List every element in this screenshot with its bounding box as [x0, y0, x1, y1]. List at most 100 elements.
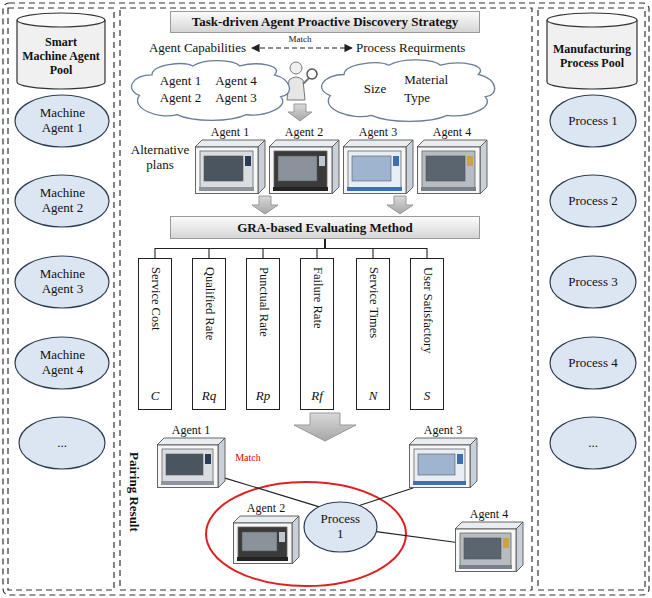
cube-front	[418, 147, 481, 194]
requirement-cloud-outline	[320, 56, 492, 122]
connector	[209, 239, 325, 258]
node-label: Machine Agent 3	[30, 267, 94, 297]
agent-label: Agent 3	[343, 124, 413, 140]
cube-front	[196, 147, 259, 194]
cube-front	[410, 445, 471, 488]
agent-cube: Agent 4	[417, 124, 487, 194]
agent-cube: Agent 2	[269, 124, 339, 194]
machine-panel	[393, 156, 399, 166]
process-ellipse: Process 1	[549, 94, 637, 148]
cylinder-top	[547, 13, 637, 27]
node-label: Type	[404, 91, 448, 105]
label-holder: Alternative plans	[124, 142, 196, 172]
cloud-outline	[322, 60, 495, 122]
connector	[325, 239, 427, 258]
cube-front	[344, 147, 407, 194]
connector	[263, 239, 325, 258]
strategy-band: Task-driven Agent Proactive Discovery St…	[170, 11, 480, 33]
node-label: Agent 4	[215, 74, 257, 88]
ellipse-outline	[550, 256, 636, 308]
ellipse-outline	[304, 502, 377, 552]
cube-side	[406, 140, 413, 194]
label-holder: Process Requirments	[356, 40, 496, 56]
method-band: GRA-based Evaluating Method	[170, 216, 480, 239]
agent-label: Agent 3	[409, 422, 477, 438]
agent-ellipse: Machine Agent 2	[14, 174, 110, 228]
row-label: Alternative plans	[124, 142, 196, 172]
agent-cube: Agent 1	[195, 124, 265, 194]
machine-window	[278, 156, 317, 181]
agent-ellipse: Machine Agent 4	[14, 336, 110, 390]
criterion-name: Service Cost	[148, 267, 162, 331]
machine-window	[166, 454, 203, 475]
ellipse-outline	[550, 175, 636, 227]
agent-label: Agent 2	[233, 500, 299, 516]
criterion-symbol: Rq	[202, 389, 216, 403]
node-label: Process 1	[316, 512, 364, 542]
criterion-symbol: S	[424, 389, 431, 403]
machine-body	[460, 533, 511, 566]
machine-panel	[457, 454, 463, 464]
agent-cloud: Agent 1Agent 4Agent 2Agent 3	[130, 57, 287, 121]
agent-cube: Agent 3	[343, 124, 413, 194]
criterion-symbol: N	[369, 389, 378, 403]
machine-body	[274, 151, 327, 188]
criterion-name: Qualified Rate	[202, 267, 216, 340]
machine-panel	[503, 538, 509, 548]
machine-window	[352, 156, 391, 181]
machine-base	[421, 187, 476, 191]
criterion-name: Service Times	[366, 267, 380, 338]
cloud-outline	[131, 61, 289, 121]
criterion-box: Service TimesN	[356, 258, 390, 410]
cube-top	[157, 438, 225, 445]
agent-label: Agent 2	[269, 124, 339, 140]
machine-body	[348, 151, 401, 188]
pool-title: Manufacturing Process Pool	[552, 43, 632, 71]
machine-base	[459, 565, 512, 569]
connector	[376, 532, 455, 543]
node-label: Process 1	[568, 114, 617, 129]
cube-side	[480, 140, 487, 194]
cube-top	[343, 140, 413, 147]
pool-cylinder: Manufacturing Process Pool	[546, 12, 638, 90]
cube-top	[417, 140, 487, 147]
match-label: Match	[226, 452, 270, 464]
ellipse-outline	[15, 175, 109, 227]
cube-top	[233, 516, 299, 523]
ellipse-outline	[15, 256, 109, 308]
machine-body	[162, 449, 213, 482]
criterion-box: Failure RateRf	[300, 258, 334, 410]
center-panel	[120, 8, 532, 590]
node-label: Material	[404, 73, 448, 87]
ellipse-outline	[15, 337, 109, 389]
outer-frame	[3, 3, 649, 595]
side-label: Agent Capabilities	[120, 40, 246, 56]
machine-base	[199, 187, 254, 191]
cube-top	[195, 140, 265, 147]
machine-base	[161, 481, 214, 485]
cylinder-body	[547, 20, 637, 89]
cube-side	[292, 516, 299, 564]
agent-panel	[8, 8, 114, 590]
node-label: Agent 2	[160, 91, 202, 105]
ellipse-outline	[550, 417, 636, 469]
criterion-name: Punctual Rate	[256, 267, 270, 337]
machine-panel	[279, 532, 285, 542]
flow-arrow	[288, 104, 312, 121]
connector	[155, 239, 325, 258]
criterion-name: Failure Rate	[310, 267, 324, 328]
ellipse-outline	[550, 337, 636, 389]
criterion-box: User SatisfactoryS	[410, 258, 444, 410]
flow-arrow	[294, 413, 356, 441]
agent-label: Agent 4	[417, 124, 487, 140]
cube-top	[269, 140, 339, 147]
machine-base	[273, 187, 328, 191]
criterion-box: Punctual RateRp	[246, 258, 280, 410]
cube-side	[470, 438, 477, 488]
agent-ellipse: Machine Agent 1	[14, 94, 110, 148]
agent-label: Agent 1	[195, 124, 265, 140]
ellipse-outline	[550, 95, 636, 147]
criterion-symbol: Rf	[311, 389, 323, 403]
criterion-symbol: C	[151, 389, 160, 403]
